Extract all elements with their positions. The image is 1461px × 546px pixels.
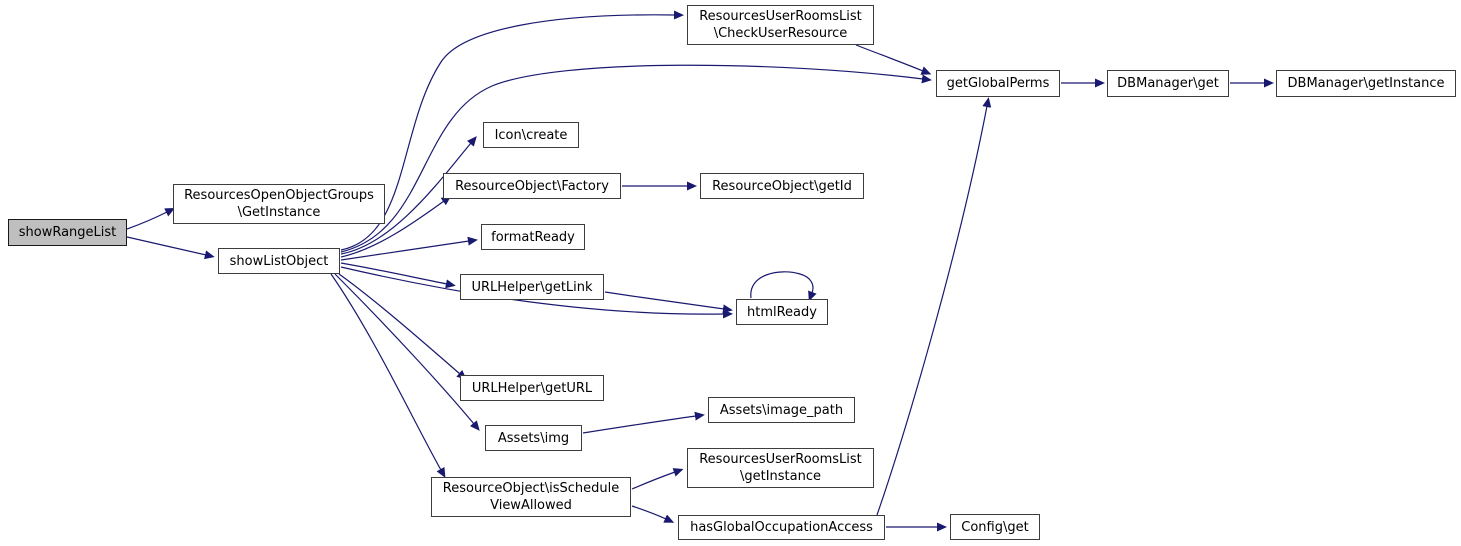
edge-ResourcesUserRoomsList-CheckUserResource-to-getGlobalPerms: [855, 44, 932, 75]
node-label: ResourcesOpenObjectGroups: [184, 188, 374, 203]
edge-ResourceObject-isScheduleViewAllowed-to-hasGlobalOccupationAccess: [631, 505, 675, 523]
edge-htmlReady-to-htmlReady: [750, 271, 817, 302]
node-Config-get[interactable]: Config\get: [950, 514, 1040, 540]
node-label: ResourceObject\getId: [712, 178, 852, 194]
node-label: URLHelper\getLink: [471, 279, 593, 295]
node-label: Icon\create: [494, 127, 568, 143]
node-label: htmlReady: [747, 304, 817, 320]
edge-showListObject-to-Assets-img: [334, 273, 480, 431]
node-label: formatReady: [491, 229, 575, 245]
edge-URLHelper-getLink-to-htmlReady: [604, 291, 733, 314]
node-Assets-img[interactable]: Assets\img: [485, 425, 582, 451]
node-Assets-image_path[interactable]: Assets\image_path: [708, 397, 855, 423]
node-showRangeList[interactable]: showRangeList: [8, 219, 127, 246]
node-label: Assets\img: [497, 430, 570, 446]
node-label: ResourcesUserRoomsList: [699, 452, 862, 467]
node-ResourceObject-getId[interactable]: ResourceObject\getId: [700, 173, 864, 199]
node-ResourcesUserRoomsList-CheckUserResource[interactable]: ResourcesUserRoomsList \CheckUserResource: [687, 5, 874, 45]
node-ResourcesOpenObjectGroups-GetInstance[interactable]: ResourcesOpenObjectGroups \GetInstance: [173, 184, 385, 224]
node-label: \GetInstance: [237, 205, 321, 220]
node-label: ResourceObject\isSchedule: [442, 481, 620, 496]
node-URLHelper-getLink[interactable]: URLHelper\getLink: [460, 274, 604, 300]
node-getGlobalPerms[interactable]: getGlobalPerms: [936, 70, 1060, 97]
edge-showListObject-to-formatReady: [340, 236, 478, 261]
node-label: Config\get: [961, 519, 1029, 535]
edge-ResourceObject-isScheduleViewAllowed-to-ResourcesUserRoomsList-getInstance: [631, 468, 684, 490]
edge-showListObject-to-ResourceObject-isScheduleViewAllowed: [330, 273, 446, 478]
node-URLHelper-getURL[interactable]: URLHelper\getURL: [460, 375, 604, 401]
node-Icon-create[interactable]: Icon\create: [483, 122, 579, 148]
edge-showRangeList-to-ResourcesOpenObjectGroups-GetInstance: [126, 207, 176, 230]
node-label: showRangeList: [18, 225, 117, 240]
edge-showListObject-to-URLHelper-getLink: [340, 262, 456, 289]
node-ResourcesUserRoomsList-getInstance[interactable]: ResourcesUserRoomsList \getInstance: [687, 448, 874, 488]
edge-showListObject-to-getGlobalPerms: [340, 64, 932, 253]
node-label: ViewAllowed: [490, 498, 572, 513]
node-DBManager-getInstance[interactable]: DBManager\getInstance: [1276, 70, 1456, 97]
node-label: URLHelper\getURL: [471, 380, 593, 396]
node-formatReady[interactable]: formatReady: [481, 224, 585, 250]
edge-Assets-img-to-Assets-image_path: [582, 411, 705, 434]
node-htmlReady[interactable]: htmlReady: [736, 299, 828, 325]
node-label: \getInstance: [739, 469, 822, 484]
edge-hasGlobalOccupationAccess-to-getGlobalPerms: [876, 97, 992, 516]
node-label: Assets\image_path: [719, 402, 844, 418]
edge-showRangeList-to-showListObject: [126, 236, 215, 260]
node-label: ResourcesUserRoomsList: [699, 9, 862, 24]
node-label: getGlobalPerms: [946, 76, 1050, 91]
node-label: ResourceObject\Factory: [455, 178, 609, 194]
node-DBManager-get[interactable]: DBManager\get: [1107, 70, 1229, 97]
node-label: hasGlobalOccupationAccess: [690, 520, 873, 535]
node-label: DBManager\getInstance: [1287, 76, 1445, 91]
node-label: showListObject: [229, 253, 329, 269]
edge-showListObject-to-URLHelper-getURL: [338, 273, 467, 380]
node-hasGlobalOccupationAccess[interactable]: hasGlobalOccupationAccess: [678, 515, 885, 540]
node-label: \CheckUserResource: [713, 26, 848, 41]
node-showListObject[interactable]: showListObject: [218, 248, 340, 274]
node-label: DBManager\get: [1117, 76, 1219, 91]
node-ResourceObject-Factory[interactable]: ResourceObject\Factory: [443, 173, 621, 199]
